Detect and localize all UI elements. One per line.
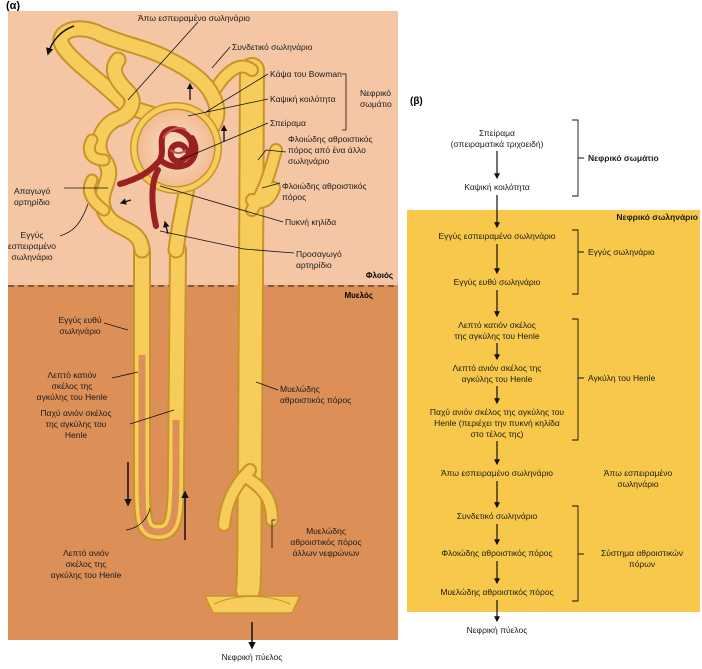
label-thin-ascending-2: σκέλος της <box>66 559 107 569</box>
label-cortical-cd-other-2: πόρος από ένα άλλο <box>288 145 366 155</box>
flow-arrow <box>119 198 132 205</box>
flow-arrow <box>163 220 170 235</box>
label-renal-pelvis: Νεφρική πύελος <box>222 652 283 662</box>
label-thin-descending-3: αγκύλης του Henle <box>37 392 108 402</box>
renal-corpuscle <box>117 102 222 229</box>
label-proximal-straight-2: σωληνάριο <box>59 326 101 336</box>
label-renal-corpuscle-2: σωμάτιο <box>360 99 392 109</box>
label-medullary-cd-other-3: άλλων νεφρώνων <box>293 548 360 558</box>
group-distal: Άπω εσπειραμένο <box>604 468 673 478</box>
label-proximal-straight: Εγγύς ευθύ <box>58 315 101 325</box>
group-renal-corpuscle: Νεφρικό σωμάτιο <box>588 153 659 163</box>
flow-step: Σπείραμα <box>479 128 515 138</box>
label-proximal-convoluted-2: εσπειραμένο <box>8 241 56 251</box>
label-medullary-cd: Μυελώδης <box>280 384 320 394</box>
flow-step-sub: Henle (περιέχει την πυκνή κηλίδα <box>434 418 560 428</box>
label-afferent-arteriole-2: αρτηρίδιο <box>296 260 332 270</box>
label-macula-densa: Πυκνή κηλίδα <box>285 217 336 227</box>
panel-b-tag: (β) <box>410 96 423 107</box>
label-distal-convoluted: Άπω εσπειραμένο σωληνάριο <box>138 13 250 23</box>
group-collecting-system-2: πόρων <box>629 559 655 569</box>
flow-step: Συνδετικό σωληνάριο <box>457 511 538 521</box>
glomerulus <box>117 126 199 229</box>
label-thick-ascending: Παχύ ανιόν σκέλος <box>40 408 111 418</box>
flow-step: Φλοιώδης αθροιστικός πόρος <box>441 548 552 558</box>
loop-of-henle <box>133 241 187 542</box>
flow-step: Εγγύς εσπειραμένο σωληνάριο <box>439 231 556 241</box>
flow-step: Παχύ ανιόν σκέλος της αγκύλης του <box>430 407 565 417</box>
flow-step: Λεπτό κατιόν σκέλος <box>458 320 536 330</box>
label-efferent-arteriole-2: αρτηρίδιο <box>14 197 50 207</box>
group-collecting-system: Σύστημα αθροιστικών <box>601 548 683 558</box>
label-thin-ascending: Λεπτό ανιόν <box>63 548 109 558</box>
flow-step: Μυελώδης αθροιστικός πόρος <box>440 587 553 597</box>
label-connecting-tubule: Συνδετικό σωληνάριο <box>232 42 313 52</box>
renal-papilla <box>203 595 302 614</box>
flow-step: Νεφρική πύελος <box>467 625 528 635</box>
renal-tubule-box <box>407 210 700 612</box>
group-loop-of-henle: Αγκύλη του Henle <box>588 373 655 383</box>
flow-step-sub: (σπειραματικά τριχοειδή) <box>451 139 544 149</box>
group-proximal-tubule: Εγγύς σωληνάριο <box>588 247 655 257</box>
panel-a-tag: (α) <box>6 0 20 12</box>
cortex-label: Φλοιός <box>366 271 393 280</box>
group-distal-2: σωληνάριο <box>617 479 659 489</box>
flow-step: Εγγύς ευθύ σωληνάριο <box>454 277 541 287</box>
medulla-zone <box>8 285 398 640</box>
leader-lines <box>59 21 347 548</box>
label-capsular-space: Καψική κοιλότητα <box>270 94 336 104</box>
medulla-label: Μυελός <box>344 291 373 300</box>
flow-step: Λεπτό ανιόν σκέλος της <box>453 363 542 373</box>
group-brackets <box>572 119 584 602</box>
flow-step-sub: της αγκύλης του Henle <box>454 331 539 341</box>
flow-steps: Σπείραμα (σπειραματικά τριχοειδή) Καψική… <box>430 128 565 635</box>
label-proximal-convoluted: Εγγύς <box>21 230 44 240</box>
label-medullary-cd-other: Μυελώδης <box>306 526 346 536</box>
collecting-duct <box>203 57 302 614</box>
label-thick-ascending-3: Henle <box>65 430 87 440</box>
label-thick-ascending-2: της αγκύλης του <box>46 419 107 429</box>
flow-step-sub: στο τέλος της) <box>470 429 523 439</box>
label-medullary-cd-2: αθροιστικός πόρος <box>280 395 351 405</box>
label-renal-corpuscle: Νεφρικό <box>360 88 391 98</box>
label-bowman-capsule: Κάψα του Bowman <box>270 69 342 79</box>
flow-step: Καψική κοιλότητα <box>464 182 530 192</box>
label-cortical-cd: Φλοιώδης αθροιστικός <box>282 181 367 191</box>
label-cortical-cd-2: πόρος <box>282 192 306 202</box>
label-afferent-arteriole: Προσαγωγό <box>296 249 342 259</box>
panel-b: (β) Σπείραμα (σπειραματικά τριχοειδή) Κα… <box>407 96 700 635</box>
label-thin-descending: Λεπτό κατιόν <box>47 370 96 380</box>
flow-step: Άπω εσπειραμένο σωληνάριο <box>441 468 553 478</box>
group-renal-tubule: Νεφρικό σωληνάριο <box>616 212 698 222</box>
label-proximal-convoluted-3: σωληνάριο <box>11 252 53 262</box>
flow-arrow <box>46 25 75 56</box>
label-cortical-cd-other: Φλοιώδης αθροιστικός <box>288 134 373 144</box>
label-efferent-arteriole: Απαγωγό <box>14 186 50 196</box>
label-cortical-cd-other-3: σωληνάριο <box>288 156 330 166</box>
label-thin-ascending-3: αγκύλης του Henle <box>51 570 122 580</box>
label-thin-descending-2: σκέλος της <box>52 381 93 391</box>
panel-a: (α) Φλοιός Μυελός <box>6 0 398 662</box>
flow-step-sub: αγκύλης του Henle <box>462 374 533 384</box>
label-glomerulus: Σπείραμα <box>270 118 306 128</box>
label-medullary-cd-other-2: αθροιστικός πόρος <box>290 537 361 547</box>
